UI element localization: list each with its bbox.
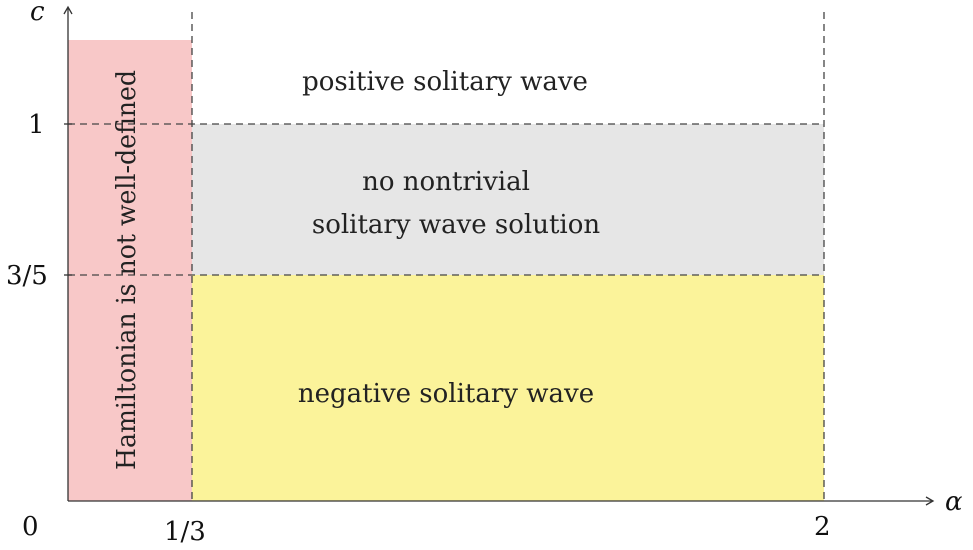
y-tick-label-one: 1 <box>28 110 45 140</box>
axes <box>63 5 935 506</box>
no-nontrivial-label-line1: no nontrivial <box>362 167 530 197</box>
dashed-guides <box>68 12 825 501</box>
x-axis-arrow <box>925 496 935 506</box>
y-axis-label: c <box>30 0 45 27</box>
negative-solitary-wave-label: negative solitary wave <box>298 379 594 409</box>
negative-solitary-wave-region <box>192 275 824 501</box>
y-tick-label-three-fifths: 3/5 <box>6 261 48 291</box>
no-solution-region <box>192 124 824 275</box>
y-axis-arrow <box>63 5 73 15</box>
x-tick-label-one-third: 1/3 <box>164 517 206 547</box>
no-nontrivial-label-line2: solitary wave solution <box>312 210 601 240</box>
x-axis-label: α <box>945 487 963 517</box>
positive-solitary-wave-label: positive solitary wave <box>302 67 588 97</box>
origin-label: 0 <box>22 512 39 542</box>
hamiltonian-not-defined-label: Hamiltonian is not well-defined <box>112 70 142 470</box>
x-tick-label-two: 2 <box>814 512 831 542</box>
hamiltonian-not-defined-region <box>68 40 192 501</box>
